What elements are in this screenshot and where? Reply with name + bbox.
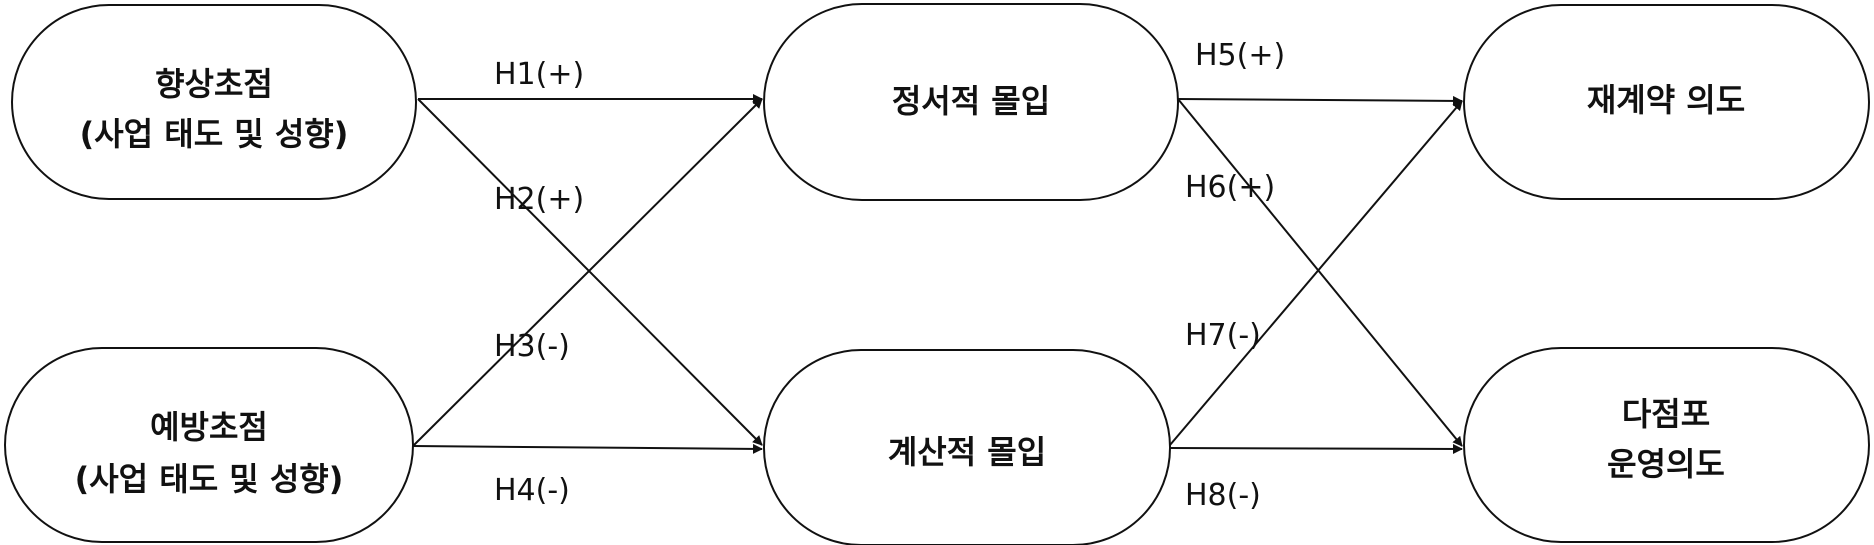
node-affective-commitment-line1: 정서적 몰입 xyxy=(892,82,1050,120)
edge-h7 xyxy=(1169,100,1463,446)
label-h4: H4(-) xyxy=(494,473,570,508)
node-promotion-focus-line1: 향상초점 xyxy=(155,65,273,103)
node-multi-store-intention: 다점포 운영의도 xyxy=(1463,347,1870,543)
node-prevention-focus: 예방초점 (사업 태도 및 성향) xyxy=(4,347,414,543)
node-promotion-focus-line2: (사업 태도 및 성향) xyxy=(80,115,349,153)
node-renewal-intention-line1: 재계약 의도 xyxy=(1587,81,1745,119)
node-multi-store-intention-line2: 운영의도 xyxy=(1607,445,1725,483)
edge-h5 xyxy=(1177,95,1463,106)
label-h6: H6(+) xyxy=(1185,170,1275,205)
label-h7: H7(-) xyxy=(1185,318,1261,353)
edge-h4 xyxy=(412,443,763,454)
label-h8: H8(-) xyxy=(1185,478,1261,513)
edge-h2 xyxy=(417,98,763,446)
node-calculative-commitment: 계산적 몰입 xyxy=(763,349,1171,545)
edge-h6 xyxy=(1177,98,1463,447)
node-affective-commitment: 정서적 몰입 xyxy=(763,3,1179,201)
edge-h3 xyxy=(412,98,763,447)
edge-h8 xyxy=(1169,443,1463,454)
node-promotion-focus: 향상초점 (사업 태도 및 성향) xyxy=(11,4,417,200)
node-prevention-focus-line2: (사업 태도 및 성향) xyxy=(75,460,344,498)
node-calculative-commitment-line1: 계산적 몰입 xyxy=(888,433,1046,471)
node-prevention-focus-line1: 예방초점 xyxy=(150,408,268,446)
label-h2: H2(+) xyxy=(494,182,584,217)
label-h3: H3(-) xyxy=(494,329,570,364)
label-h1: H1(+) xyxy=(494,57,584,92)
node-multi-store-intention-line1: 다점포 xyxy=(1622,395,1710,433)
label-h5: H5(+) xyxy=(1195,38,1285,73)
node-renewal-intention: 재계약 의도 xyxy=(1463,4,1870,200)
